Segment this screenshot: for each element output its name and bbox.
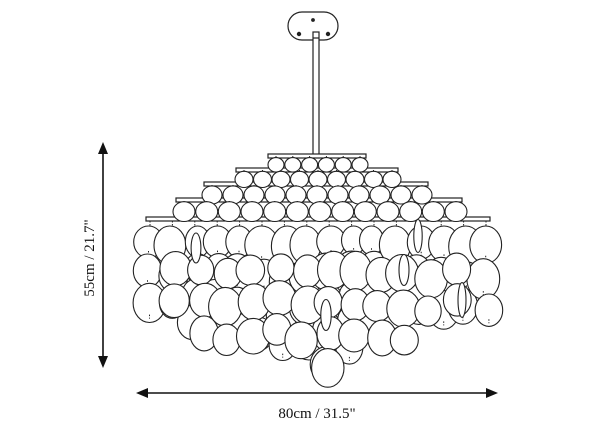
glass-disc [457, 282, 467, 318]
glass-disc [411, 185, 433, 205]
glass-disc [190, 232, 202, 264]
glass-disc [284, 321, 318, 360]
glass-disc [331, 201, 355, 223]
glass-disc [376, 201, 400, 223]
glass-disc [285, 201, 309, 223]
glass-disc [132, 253, 163, 288]
glass-disc [267, 157, 285, 173]
glass-disc [320, 298, 332, 332]
glass-disc [353, 201, 377, 223]
height-arrow-top-icon [98, 142, 108, 154]
glass-disc [474, 293, 504, 327]
glass-disc [289, 170, 310, 189]
height-arrow-bottom-icon [98, 356, 108, 368]
glass-disc [262, 280, 297, 316]
glass-disc [469, 225, 503, 264]
glass-disc [263, 201, 287, 223]
glass-disc [326, 170, 347, 189]
width-label: 80cm / 31.5" [278, 406, 355, 422]
glass-disc [444, 201, 468, 223]
glass-disc [217, 201, 241, 223]
glass-disc [317, 157, 335, 173]
glass-disc [351, 157, 369, 173]
chandelier-drawing [132, 11, 504, 388]
glass-disc [235, 254, 266, 286]
glass-disc [159, 251, 192, 287]
glass-disc [172, 201, 196, 223]
glass-disc [267, 253, 295, 283]
height-dimension: 55cm / 21.7" [82, 142, 108, 368]
glass-disc [338, 318, 370, 353]
glass-disc [413, 218, 423, 254]
glass-disc [382, 170, 402, 189]
glass-disc [158, 283, 190, 319]
glass-disc [442, 283, 472, 317]
glass-disc [208, 286, 243, 327]
glass-disc [398, 253, 410, 287]
glass-disc [389, 324, 419, 356]
glass-disc [421, 201, 445, 223]
glass-disc [308, 201, 332, 223]
glass-disc [399, 201, 423, 223]
glass-disc [311, 348, 345, 388]
glass-disc [414, 295, 442, 327]
height-label: 55cm / 21.7" [82, 219, 98, 296]
suspension-rod [312, 31, 320, 157]
glass-disc [240, 201, 264, 223]
glass-disc [195, 201, 219, 223]
glass-disc [284, 157, 302, 173]
glass-disc [334, 157, 352, 173]
glass-disc [369, 185, 391, 205]
glass-disc [306, 185, 328, 205]
glass-discs [132, 156, 504, 388]
glass-disc [301, 157, 319, 173]
glass-disc [345, 170, 365, 189]
glass-disc [234, 170, 254, 189]
glass-disc [252, 170, 273, 189]
glass-disc [222, 185, 244, 205]
glass-disc [308, 170, 328, 189]
ceiling-canopy [287, 11, 339, 41]
glass-disc [187, 254, 215, 286]
glass-disc [466, 258, 501, 300]
glass-disc [327, 185, 349, 205]
glass-disc [442, 252, 472, 286]
width-dimension: 80cm / 31.5" [136, 388, 498, 422]
width-arrow-right-icon [486, 388, 498, 398]
width-arrow-left-icon [136, 388, 148, 398]
glass-disc [212, 323, 241, 357]
glass-disc [390, 185, 412, 205]
